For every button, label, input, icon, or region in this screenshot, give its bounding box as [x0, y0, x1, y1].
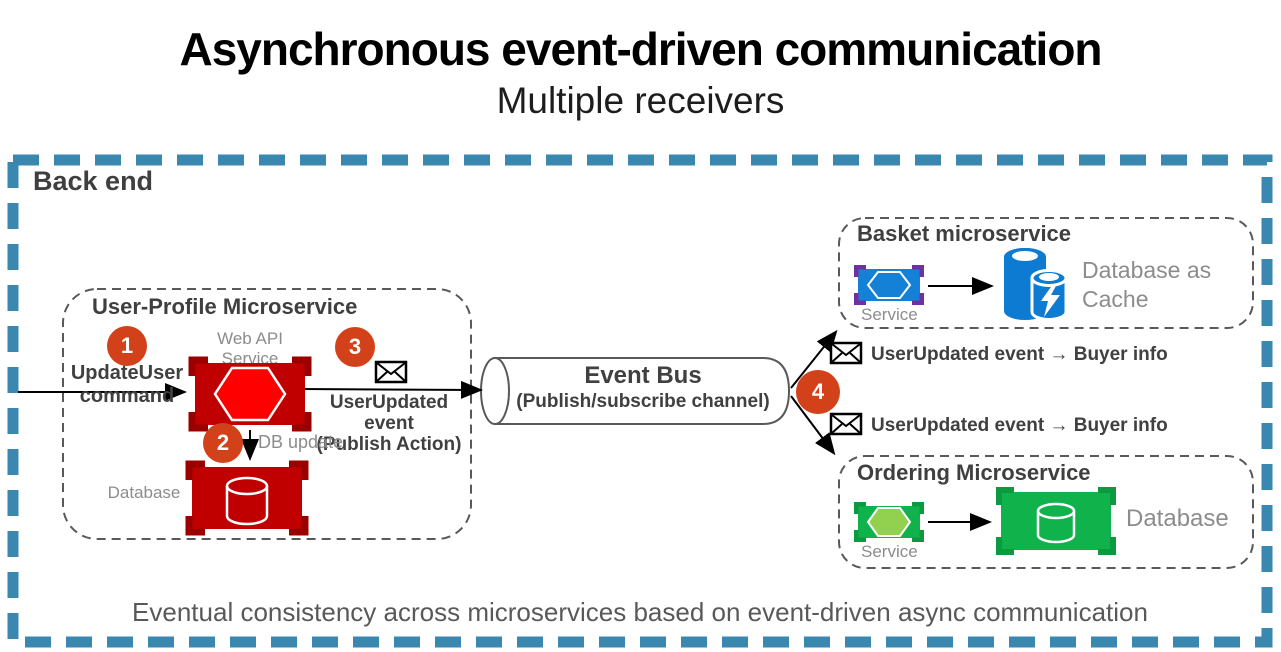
- basket-service-icon: [854, 265, 924, 305]
- user-profile-title: User-Profile Microservice: [92, 294, 358, 319]
- update-user-line2: command: [79, 385, 175, 407]
- user-updated-event-label: UserUpdated event (Publish Action): [305, 392, 473, 456]
- ordering-title: Ordering Microservice: [857, 460, 1091, 485]
- user-profile-database-label: Database: [107, 483, 181, 502]
- step-3-badge: 3: [335, 327, 375, 367]
- event-bus-title: Event Bus: [584, 362, 702, 389]
- basket-box: [838, 217, 1254, 329]
- basket-title: Basket microservice: [857, 221, 1072, 246]
- ordering-message-label: UserUpdated event → Buyer info: [871, 415, 1168, 436]
- ordering-database-label: Database: [1126, 505, 1229, 532]
- backend-caption: Eventual consistency across microservice…: [132, 597, 1148, 627]
- user-updated-line1: UserUpdated event: [329, 392, 449, 434]
- basket-message-envelope-icon: [829, 341, 863, 365]
- db-update-label: DB update: [258, 432, 344, 452]
- basket-database-label: Database as Cache: [1082, 257, 1212, 312]
- step-2-badge: 2: [203, 423, 243, 463]
- user-profile-box: [62, 288, 472, 540]
- basket-message-label: UserUpdated event → Buyer info: [871, 344, 1168, 365]
- page-title: Asynchronous event-driven communication: [179, 23, 1102, 75]
- basket-service-label: Service: [861, 305, 918, 324]
- database-as-cache-icon: [1004, 248, 1068, 321]
- update-user-command-label: UpdateUser command: [60, 362, 194, 408]
- backend-label: Back end: [33, 166, 154, 196]
- user-updated-line2: (Publish Action): [316, 433, 462, 455]
- ordering-service-icon: [854, 502, 924, 542]
- ordering-database-icon: [996, 487, 1116, 555]
- ordering-message-envelope-icon: [829, 412, 863, 436]
- event-bus-subtitle: (Publish/subscribe channel): [516, 391, 770, 412]
- backend-boundary: [7, 154, 1273, 648]
- update-user-line1: UpdateUser: [70, 362, 184, 384]
- web-api-service-icon: [188, 356, 312, 432]
- user-profile-database-icon: [185, 460, 309, 536]
- ordering-box: [838, 455, 1254, 569]
- step-1-badge: 1: [107, 326, 147, 366]
- ordering-service-label: Service: [861, 542, 918, 561]
- arrow-bus-to-basket: [790, 329, 838, 389]
- arrow-publish-event: [299, 380, 483, 399]
- arrow-bus-to-ordering: [790, 395, 836, 456]
- page-subtitle: Multiple receivers: [496, 80, 785, 121]
- event-bus-shape: [480, 357, 791, 425]
- step-4-badge: 4: [796, 370, 840, 414]
- publish-envelope-icon: [374, 360, 408, 384]
